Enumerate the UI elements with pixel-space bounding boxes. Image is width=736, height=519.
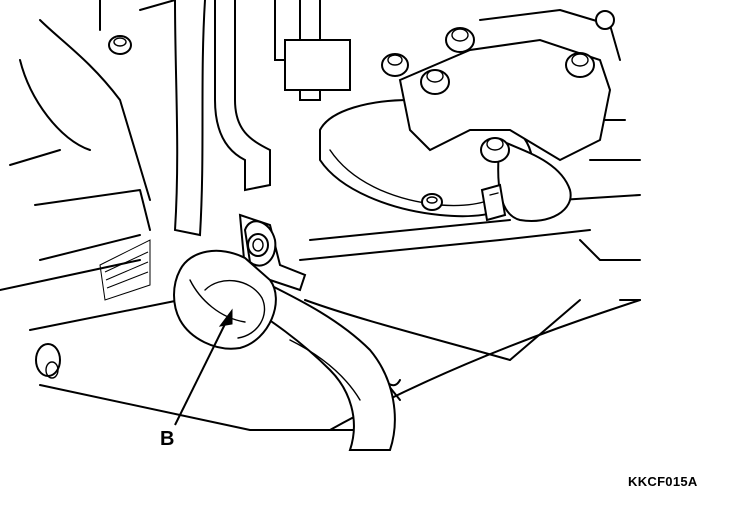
callout-leader (174, 308, 233, 426)
bracket-hatching (99, 239, 151, 301)
hose-protector-cover (173, 249, 277, 350)
left-bolt (35, 343, 61, 379)
connector (480, 183, 507, 222)
upper-hoses (173, 0, 351, 237)
lower-hose (238, 283, 396, 451)
housing-bolts (108, 10, 615, 211)
valve-housing (319, 9, 621, 222)
callout-label-b: B (160, 428, 175, 450)
figure-code: KKCF015A (628, 474, 698, 489)
